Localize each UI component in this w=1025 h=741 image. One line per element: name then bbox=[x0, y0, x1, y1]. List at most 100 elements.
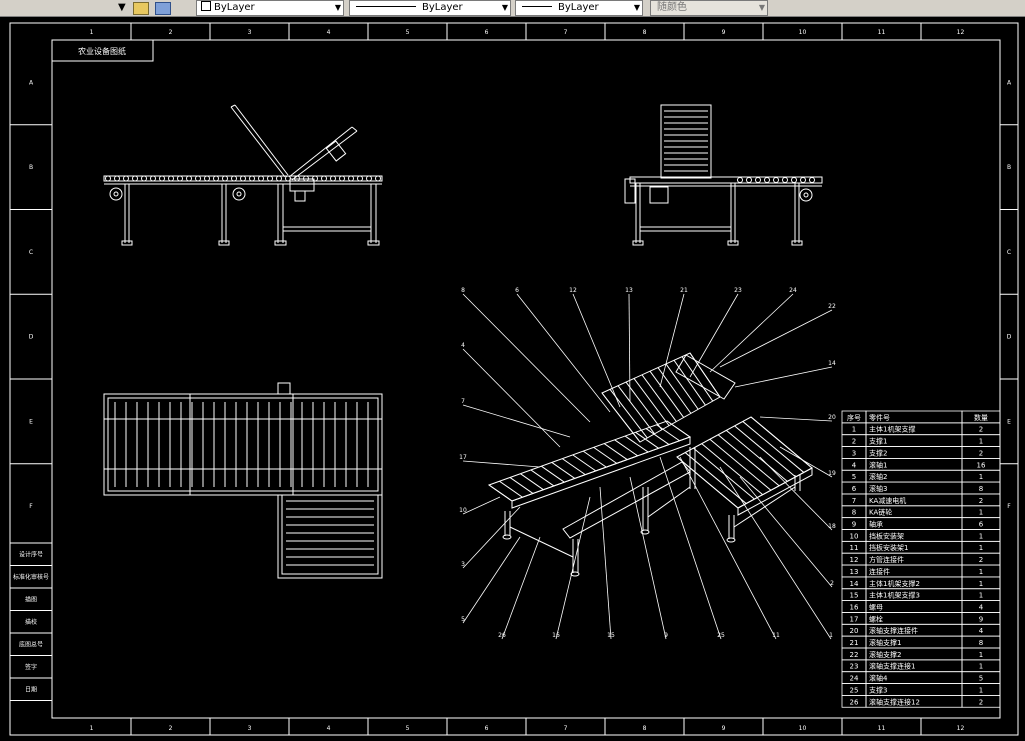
balloon-number: 19 bbox=[828, 470, 836, 477]
bom-cell-text: 26 bbox=[850, 698, 859, 706]
balloon-number: 3 bbox=[461, 561, 465, 568]
zone-row-label: E bbox=[1007, 418, 1011, 425]
color-combo[interactable]: ByLayer ▼ bbox=[196, 0, 344, 16]
zone-col-label: 6 bbox=[485, 29, 489, 36]
leader-line bbox=[709, 293, 794, 373]
bom-cell-text: 8 bbox=[852, 509, 856, 517]
leader-line bbox=[659, 293, 685, 388]
bom-cell-text: 支撑1 bbox=[869, 437, 887, 446]
left-label-text: 描图 bbox=[25, 595, 37, 603]
zone-col-label: 5 bbox=[406, 725, 410, 732]
bom-cell-text: 4 bbox=[852, 461, 857, 469]
leader-line bbox=[501, 536, 541, 640]
bom-cell-text: KA链轮 bbox=[869, 508, 892, 517]
balloon-number: 1 bbox=[829, 632, 833, 639]
bom-cell-text: KA减速电机 bbox=[869, 496, 906, 505]
linetype-combo-value: ByLayer bbox=[422, 2, 463, 13]
bom-cell-text: 6 bbox=[979, 521, 984, 529]
leader-line bbox=[462, 460, 541, 468]
zone-row-label: A bbox=[29, 79, 34, 86]
bom-cell-text: 滚轴支撑连接12 bbox=[869, 697, 920, 706]
zone-col-label: 7 bbox=[564, 29, 568, 36]
leader-line bbox=[516, 293, 611, 413]
bom-cell-text: 15 bbox=[850, 592, 859, 600]
bom-cell-text: 16 bbox=[977, 461, 986, 469]
bom-cell-text: 1 bbox=[979, 580, 983, 588]
zone-col-label: 7 bbox=[564, 725, 568, 732]
bom-cell-text: 支撑3 bbox=[869, 685, 887, 694]
dropdown-arrow-icon[interactable]: ▼ bbox=[118, 2, 126, 13]
bom-cell-text: 13 bbox=[850, 568, 859, 576]
bom-cell-text: 24 bbox=[850, 675, 859, 683]
left-label-text: 日期 bbox=[25, 685, 37, 693]
bom-cell-text: 14 bbox=[850, 580, 859, 588]
frame-zone-marks bbox=[10, 23, 1018, 735]
leader-line bbox=[759, 416, 833, 422]
bom-cell-text: 1 bbox=[979, 686, 983, 694]
balloon-number: 15 bbox=[607, 632, 615, 639]
bom-cell-text: 主体1机架支撑 bbox=[869, 425, 915, 434]
leader-line bbox=[689, 293, 739, 378]
bom-cell-text: 轴承 bbox=[869, 520, 883, 529]
zone-col-label: 11 bbox=[878, 725, 886, 732]
bom-header-text: 序号 bbox=[847, 413, 861, 422]
balloon-number: 7 bbox=[461, 398, 465, 405]
bom-cell-text: 2 bbox=[852, 438, 856, 446]
zone-row-label: B bbox=[1007, 164, 1011, 171]
bom-cell-text: 挡板安装架1 bbox=[869, 543, 908, 552]
zone-row-label: D bbox=[1007, 334, 1012, 341]
bom-cell-text: 3 bbox=[852, 449, 856, 457]
zone-col-label: 5 bbox=[406, 29, 410, 36]
bom-cell-text: 2 bbox=[979, 426, 983, 434]
layer-states-icon[interactable] bbox=[133, 2, 149, 15]
isometric-view bbox=[487, 352, 813, 577]
balloon-number: 10 bbox=[459, 507, 467, 514]
zone-col-label: 10 bbox=[799, 29, 807, 36]
balloon-number: 22 bbox=[828, 303, 836, 310]
bom-cell-text: 8 bbox=[979, 639, 983, 647]
zone-row-label: B bbox=[29, 164, 33, 171]
zone-col-label: 8 bbox=[643, 29, 647, 36]
balloon-number: 20 bbox=[828, 414, 836, 421]
bom-cell-text: 21 bbox=[850, 639, 859, 647]
balloon-number: 9 bbox=[664, 632, 668, 639]
bom-cell-text: 8 bbox=[979, 485, 983, 493]
linetype-combo[interactable]: ByLayer ▼ bbox=[349, 0, 511, 16]
bom-cell-text: 22 bbox=[850, 651, 859, 659]
zone-col-label: 3 bbox=[248, 725, 252, 732]
bom-cell-text: 2 bbox=[979, 698, 983, 706]
chevron-down-icon: ▼ bbox=[633, 3, 640, 12]
bom-cell-text: 1 bbox=[979, 663, 983, 671]
zone-col-label: 11 bbox=[878, 29, 886, 36]
leader-line bbox=[462, 404, 571, 438]
balloon-number: 5 bbox=[461, 616, 465, 623]
bom-header-text: 零件号 bbox=[869, 413, 890, 422]
plotstyle-combo[interactable]: 随颜色 ▼ bbox=[650, 0, 768, 16]
bom-cell-text: 1 bbox=[979, 473, 983, 481]
zone-col-label: 3 bbox=[248, 29, 252, 36]
lineweight-combo-value: ByLayer bbox=[558, 2, 599, 13]
side-view bbox=[624, 104, 823, 246]
bom-cell-text: 9 bbox=[852, 521, 856, 529]
leader-line bbox=[555, 496, 591, 640]
leader-line bbox=[462, 293, 591, 423]
bom-cell-text: 滚轴支撑1 bbox=[869, 638, 901, 647]
bom-cell-text: 滚轴支撑2 bbox=[869, 650, 901, 659]
zone-row-label: C bbox=[1007, 249, 1011, 256]
bom-cell-text: 16 bbox=[850, 603, 859, 611]
bom-cell-text: 滚轴1 bbox=[869, 460, 887, 469]
leader-line bbox=[462, 506, 521, 569]
bom-cell-text: 20 bbox=[850, 627, 859, 635]
bom-cell-text: 滚轴4 bbox=[869, 674, 888, 683]
bom-cell-text: 2 bbox=[979, 449, 983, 457]
leader-line bbox=[599, 486, 612, 640]
bom-header-text: 数量 bbox=[974, 413, 988, 422]
layer-previous-icon[interactable] bbox=[155, 2, 171, 15]
bom-cell-text: 2 bbox=[979, 497, 983, 505]
lineweight-combo[interactable]: ByLayer ▼ bbox=[515, 0, 643, 16]
zone-col-label: 12 bbox=[957, 725, 965, 732]
bom-cell-text: 25 bbox=[850, 686, 859, 694]
